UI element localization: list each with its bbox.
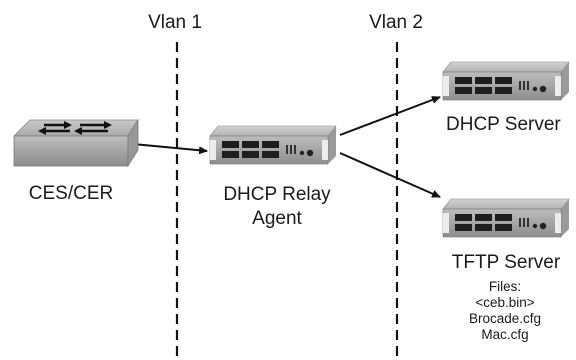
vlan1-label: Vlan 1 — [148, 12, 202, 33]
relay-to-tftp-arrow — [339, 152, 441, 198]
dhcp-server-icon — [442, 61, 570, 101]
file-item: <ceb.bin> — [475, 295, 535, 310]
switch-label: CES/CER — [28, 183, 114, 204]
relay-label: DHCP Relay Agent — [223, 183, 330, 231]
dhcp-server-label: DHCP Server — [446, 114, 561, 135]
relay-label-line1: DHCP Relay — [223, 184, 331, 205]
files-heading: Files: — [488, 279, 522, 294]
relay-to-dhcp-arrow — [339, 96, 441, 136]
vlan2-label: Vlan 2 — [369, 12, 423, 33]
file-item: Mac.cfg — [481, 327, 529, 342]
tftp-files-list: Files: <ceb.bin> Brocade.cfg Mac.cfg — [469, 279, 541, 343]
switch-to-relay-arrow — [132, 143, 208, 155]
switch-icon — [13, 118, 139, 168]
router-icon — [209, 125, 337, 165]
relay-label-line2: Agent — [252, 208, 302, 229]
tftp-server-icon — [442, 198, 570, 238]
tftp-server-label: TFTP Server — [451, 252, 561, 273]
file-item: Brocade.cfg — [468, 311, 542, 326]
